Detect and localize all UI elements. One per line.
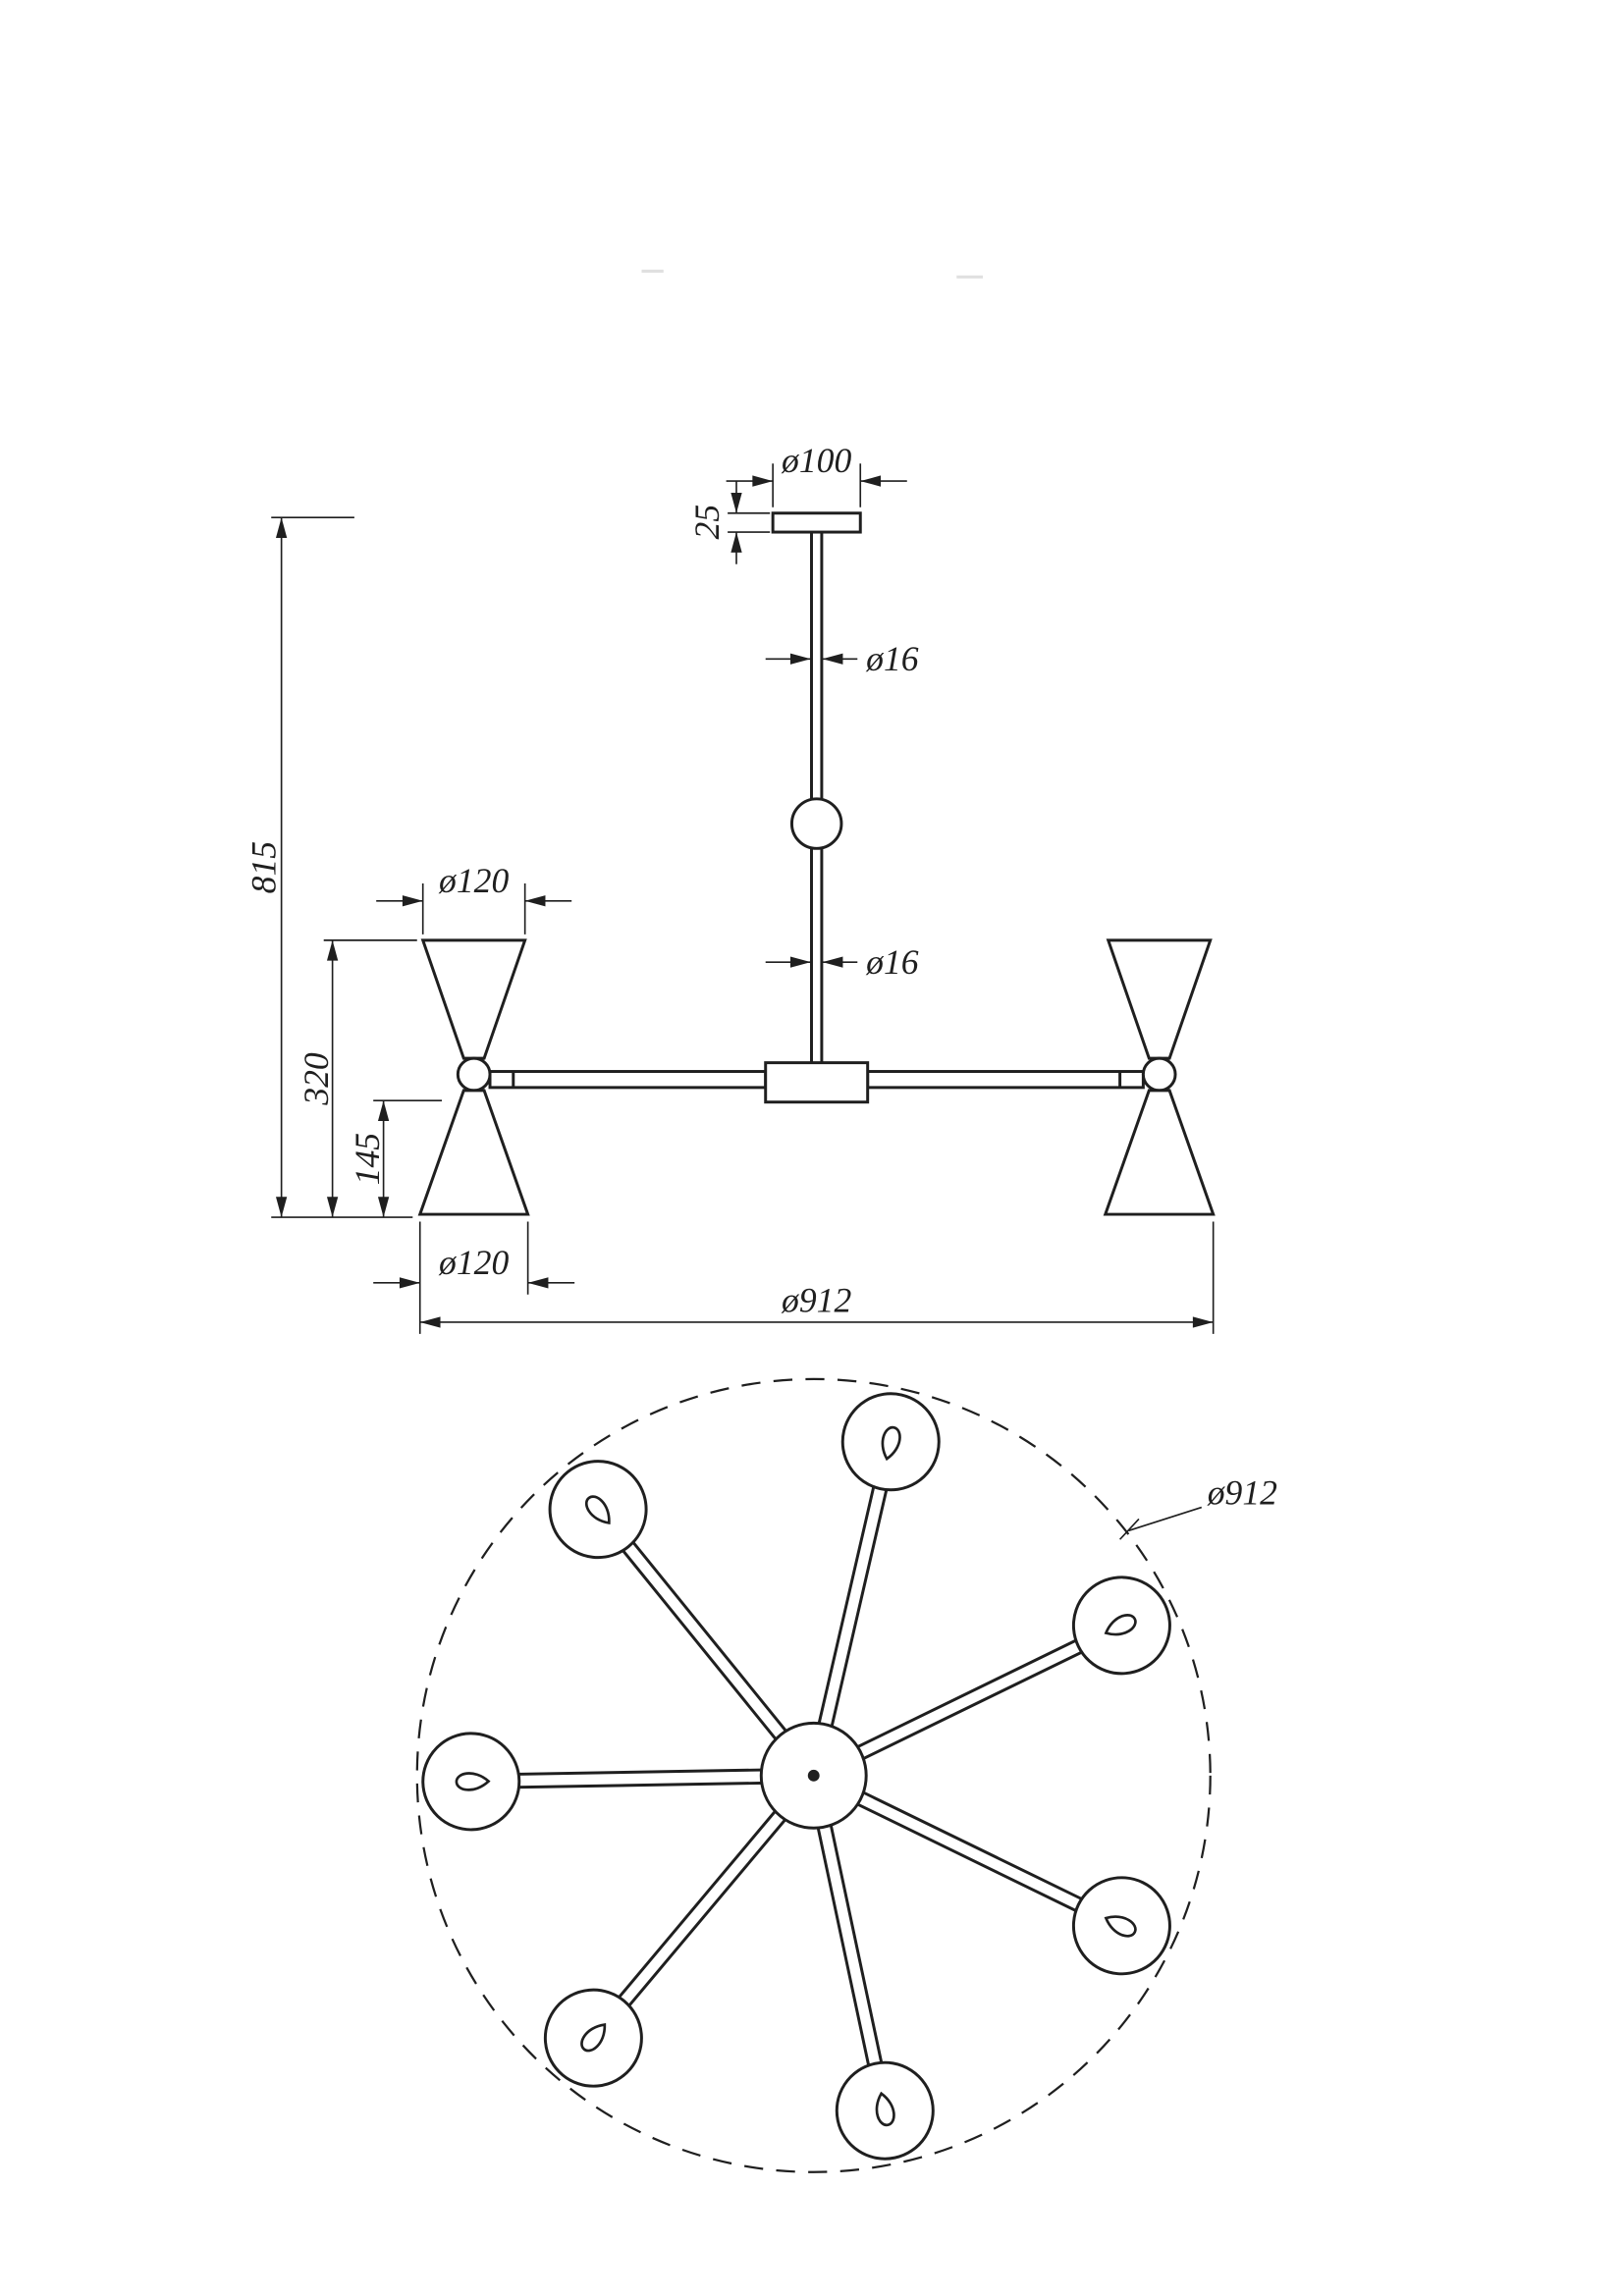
dim-shade-lower-height: 145 (348, 1099, 443, 1218)
plan-bulb-glyph (580, 2022, 607, 2053)
plan-arm-3 (814, 1392, 941, 1739)
cross-arm-left (488, 1070, 768, 1090)
dim-label-shade-height: 320 (297, 1052, 336, 1106)
dim-label-canopy-height: 25 (687, 505, 727, 540)
plan-arm-6 (814, 1812, 935, 2161)
plan-bulb-glyph (875, 2091, 895, 2127)
dim-label-overall-height: 815 (244, 841, 284, 893)
dim-label-shade-bottom-diameter: ø120 (438, 1243, 509, 1282)
plan-leader-line (1128, 1506, 1203, 1532)
center-connector (764, 1061, 870, 1104)
shade-left-lower-cone (417, 1089, 530, 1216)
plan-arm-rod (814, 1812, 885, 2070)
plan-arm-5 (845, 1786, 1171, 1976)
plan-view: ø912 (415, 1377, 1277, 2173)
dim-plan-diameter: ø912 (1119, 1473, 1277, 1540)
extension-line (418, 1221, 1215, 1334)
dim-overall-height: 815 (244, 516, 413, 1218)
dim-label-plan-diameter: ø912 (1207, 1473, 1277, 1513)
plan-arm-1 (421, 1732, 775, 1832)
plan-arm-2 (548, 1460, 795, 1750)
shade-left-joint-ball (456, 1056, 492, 1093)
dim-shade-bottom-diameter: ø120 (373, 1221, 575, 1295)
dim-label-shade-lower-height: 145 (348, 1133, 387, 1185)
shade-right-lower-cone (1103, 1089, 1216, 1216)
dim-label-shade-top-diameter: ø120 (438, 861, 509, 900)
shade-right (1103, 938, 1216, 1216)
plan-hub-dot (807, 1769, 820, 1782)
shade-left-upper-cone (420, 938, 527, 1060)
plan-bulb-glyph (1104, 1614, 1137, 1636)
dim-canopy-height: 25 (687, 481, 771, 564)
dim-overall-width: ø912 (418, 1221, 1215, 1334)
canopy-plate (771, 511, 862, 534)
rod-sphere (789, 797, 843, 850)
plan-arm-rod (615, 1800, 795, 2010)
shade-left (417, 938, 530, 1216)
shade-right-upper-cone (1106, 938, 1213, 1060)
extension-line (421, 882, 526, 934)
dim-stem-upper: ø16 (765, 639, 919, 678)
scan-artifact (641, 269, 984, 279)
dim-label-lower-stem: ø16 (865, 942, 919, 982)
plan-leader-tick (1119, 1518, 1140, 1540)
dim-stem-lower: ø16 (765, 942, 919, 982)
plan-arm-4 (845, 1575, 1171, 1766)
plan-bulb-glyph (881, 1425, 901, 1462)
plan-arm-7 (543, 1800, 795, 2088)
dim-label-overall-width: ø912 (781, 1281, 851, 1320)
plan-bulb-glyph (455, 1772, 491, 1791)
plan-arm-rod (845, 1637, 1086, 1766)
plan-arm-rod (619, 1538, 795, 1750)
plan-bulb-glyph (584, 1495, 611, 1525)
dim-shade-top-diameter: ø120 (376, 861, 572, 934)
dim-label-canopy-diameter: ø100 (781, 441, 851, 480)
dim-label-upper-stem: ø16 (865, 639, 919, 678)
front-view: ø100 25 ø16 ø16 815 (244, 441, 1216, 1334)
plan-arm-rod (814, 1482, 890, 1739)
plan-arm-rod (845, 1786, 1086, 1914)
plan-arm-rod (514, 1768, 775, 1789)
plan-outline-circle (415, 1377, 1212, 2173)
cross-arm-right (866, 1070, 1145, 1090)
dim-shade-height: 320 (297, 939, 417, 1218)
dim-canopy-diameter: ø100 (726, 441, 907, 507)
plan-bulb-glyph (1104, 1915, 1137, 1938)
shade-right-joint-ball (1141, 1056, 1177, 1093)
extension-line (728, 511, 771, 533)
